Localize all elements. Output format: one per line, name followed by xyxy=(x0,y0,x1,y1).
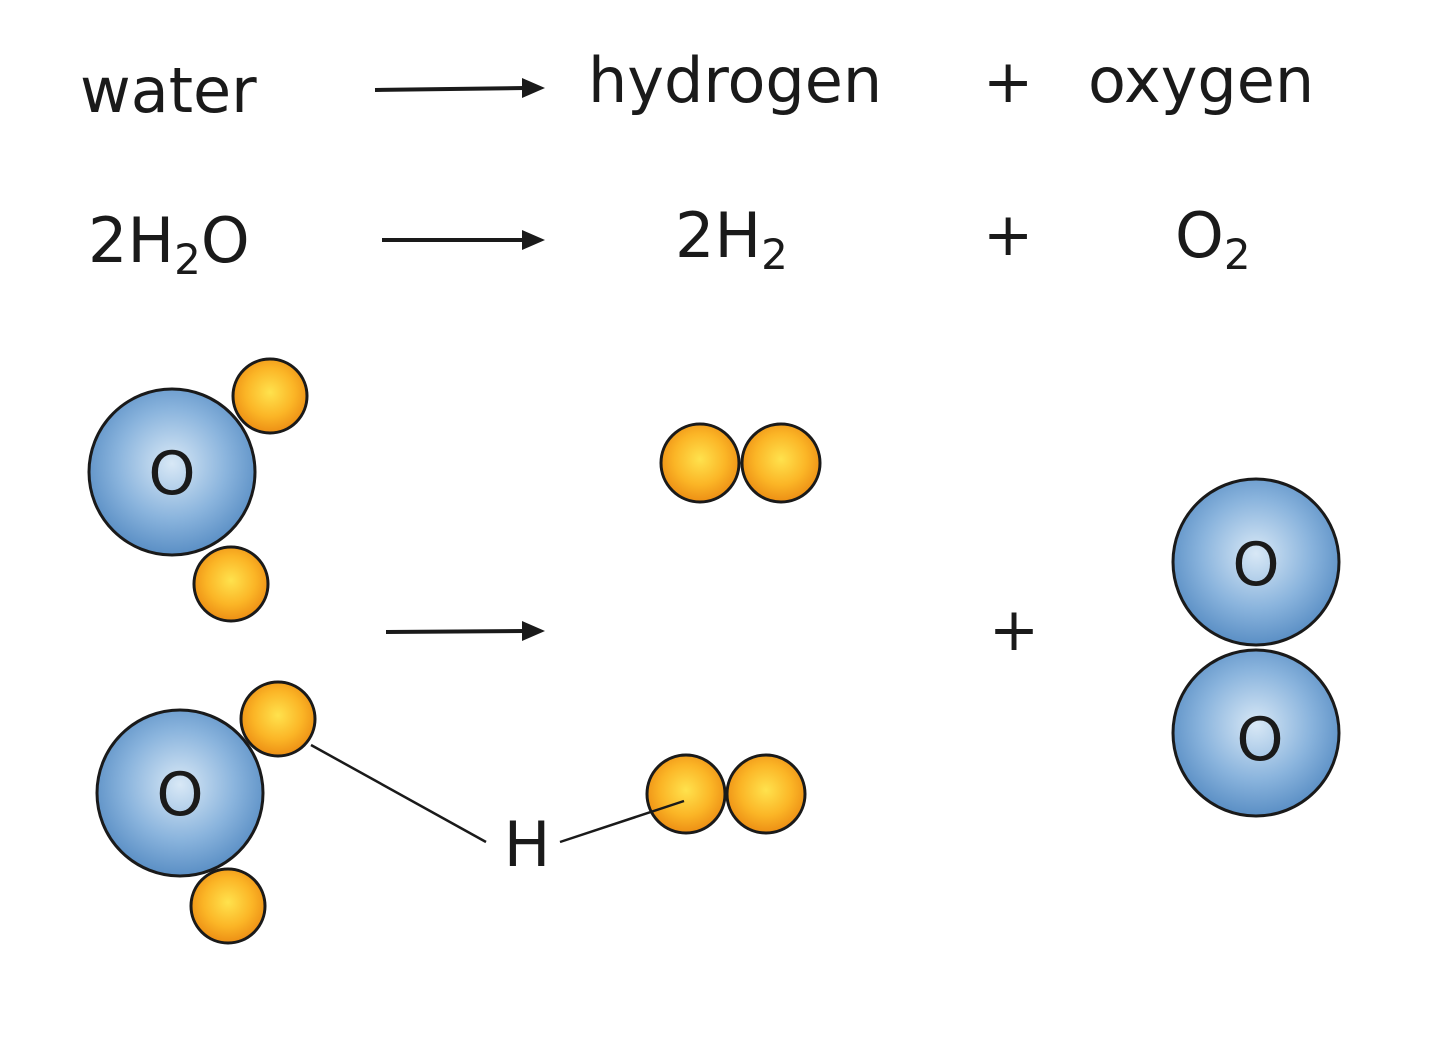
oxygen-atom-label: O xyxy=(1236,705,1283,775)
hydrogen-atom xyxy=(645,753,727,835)
model-plus-sign: + xyxy=(989,595,1039,665)
symbol-equation-arrow xyxy=(382,230,545,250)
product-word-hydrogen: hydrogen xyxy=(588,44,883,117)
word-equation-arrow xyxy=(374,78,545,98)
product-2-subscript: 2 xyxy=(1223,229,1251,279)
hydrogen-molecule-1 xyxy=(659,422,822,504)
hydrogen-atom-label: H xyxy=(504,808,551,881)
reactant-element-h: H xyxy=(127,204,175,277)
hydrogen-atom xyxy=(189,867,267,945)
product-1-coefficient: 2 xyxy=(675,199,715,272)
oxygen-atom xyxy=(1171,648,1341,818)
reactant-subscript: 2 xyxy=(174,234,201,284)
product-1-element: H xyxy=(714,199,762,272)
hydrogen-label-callout: H xyxy=(310,743,685,881)
product-2-element: O xyxy=(1175,199,1224,272)
product-1-subscript: 2 xyxy=(761,229,788,279)
oxygen-atom-label: O xyxy=(1232,530,1279,600)
hydrogen-atom xyxy=(725,753,807,835)
reactant-coefficient: 2 xyxy=(88,204,128,277)
hydrogen-atom xyxy=(740,422,822,504)
hydrogen-atom xyxy=(239,680,317,758)
hydrogen-atom xyxy=(192,545,270,623)
oxygen-atom-label: O xyxy=(148,439,195,509)
product-formula-hydrogen: 2H2 xyxy=(675,205,788,276)
water-molecule-1: O xyxy=(87,357,309,623)
oxygen-atom xyxy=(87,387,257,557)
hydrogen-atom xyxy=(659,422,741,504)
reactant-formula-water: 2H2O xyxy=(88,210,250,281)
reactant-word-water: water xyxy=(80,54,257,127)
symbol-equation-plus: + xyxy=(983,200,1034,270)
product-word-oxygen: oxygen xyxy=(1088,44,1315,117)
hydrogen-atom xyxy=(231,357,309,435)
reactant-element-o: O xyxy=(200,204,250,277)
oxygen-atom-label: O xyxy=(156,760,203,830)
leader-line xyxy=(310,743,487,844)
model-reaction-arrow xyxy=(385,621,545,641)
oxygen-atom xyxy=(95,708,265,878)
water-molecule-2: O xyxy=(95,680,317,945)
word-equation-plus: + xyxy=(983,47,1034,117)
product-formula-oxygen: O2 xyxy=(1175,205,1251,276)
leader-line xyxy=(559,799,685,844)
oxygen-molecule: O O xyxy=(1171,477,1341,818)
hydrogen-molecule-2 xyxy=(645,753,807,835)
oxygen-atom xyxy=(1171,477,1341,647)
